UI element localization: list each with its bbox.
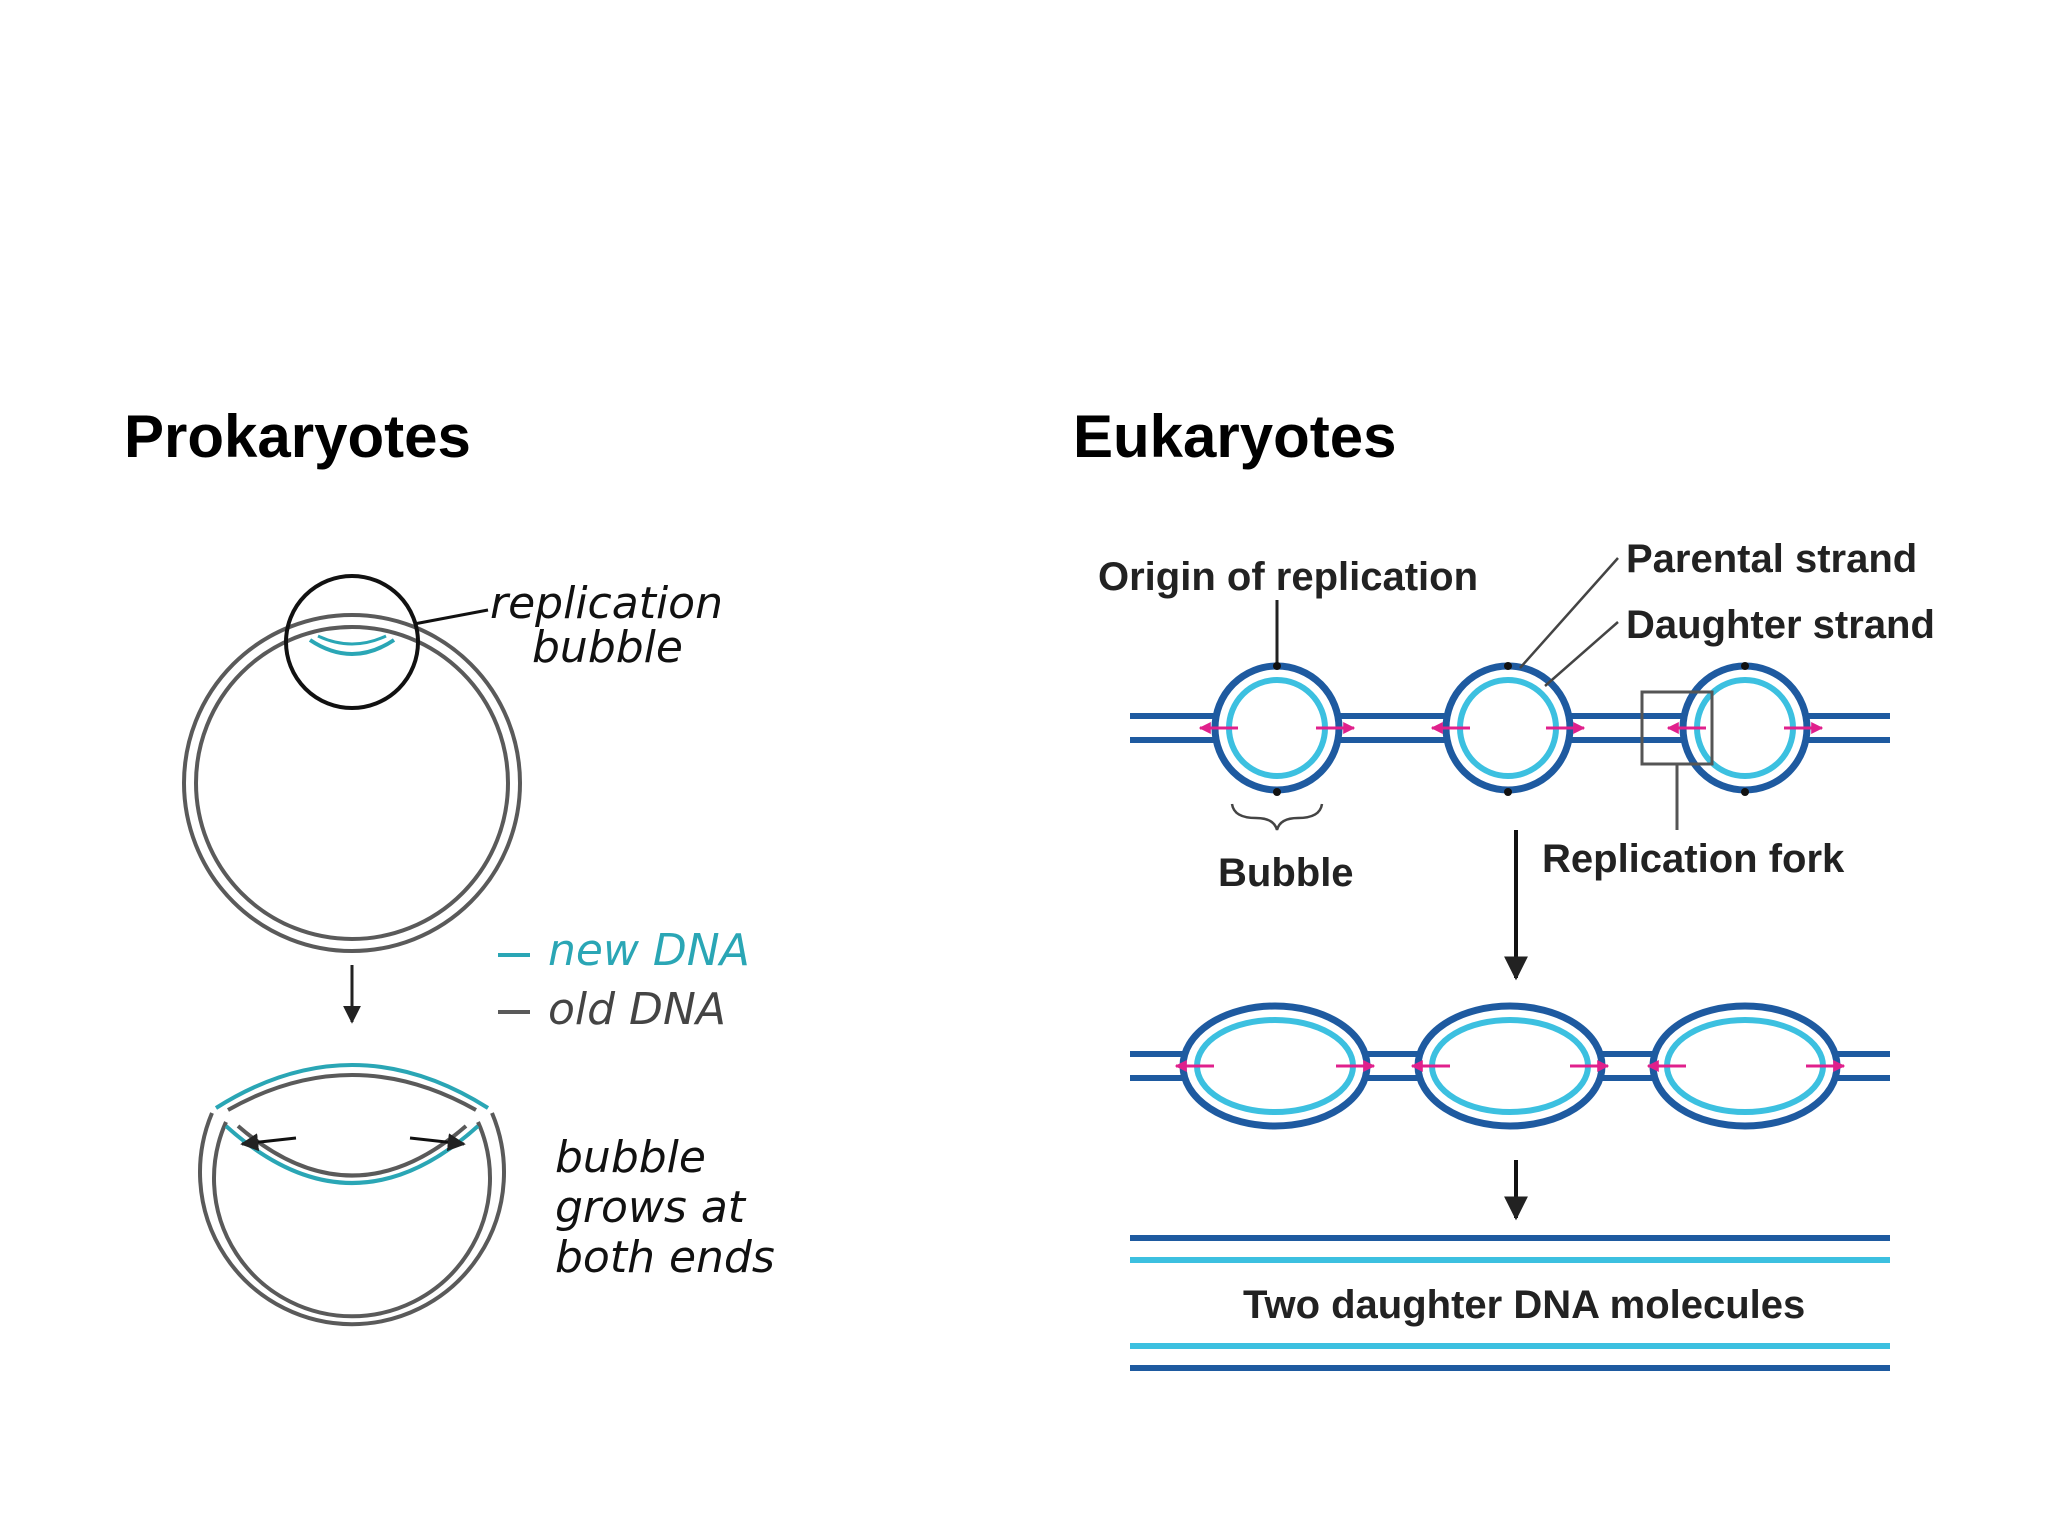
grow-arrow-left xyxy=(240,1133,297,1152)
caption-line-2: grows at xyxy=(555,1182,747,1233)
legend-new-label: new DNA xyxy=(548,925,750,976)
bubble-highlight-circle xyxy=(284,574,420,710)
eukaryotes-heading: Eukaryotes xyxy=(1073,403,1397,470)
eukaryote-diagram: Origin of replication Parental strand Da… xyxy=(1098,537,1935,1371)
label-replication: replication xyxy=(490,578,723,629)
legend-old-label: old DNA xyxy=(548,984,726,1035)
small-replication-bubble xyxy=(308,638,396,656)
label-parental: Parental strand xyxy=(1626,537,1917,581)
label-bubble: Bubble xyxy=(1218,851,1354,895)
dna-with-bubbles-middle xyxy=(1130,1002,1890,1130)
circular-chromosome-top xyxy=(182,613,522,953)
circular-chromosome-bottom xyxy=(198,1063,506,1327)
label-replication-fork: Replication fork xyxy=(1542,837,1845,881)
label-two-daughter-molecules: Two daughter DNA molecules xyxy=(1243,1283,1805,1327)
grow-arrow-right xyxy=(409,1133,466,1152)
label-origin: Origin of replication xyxy=(1098,555,1478,599)
label-bubble: bubble xyxy=(532,622,683,673)
caption-line-3: both ends xyxy=(555,1232,775,1283)
daughter-molecule-2 xyxy=(1130,1343,1890,1371)
daughter-molecule-1 xyxy=(1130,1235,1890,1263)
label-daughter: Daughter strand xyxy=(1626,603,1935,647)
caption-line-1: bubble xyxy=(555,1132,706,1183)
pointer-line xyxy=(413,608,489,626)
parental-pointer xyxy=(1519,557,1619,669)
daughter-pointer xyxy=(1544,621,1619,687)
prokaryotes-heading: Prokaryotes xyxy=(124,403,471,470)
prokaryote-diagram: replication bubble new DNA old DNA bubbl… xyxy=(182,574,775,1327)
bubble-brace xyxy=(1230,803,1324,831)
dna-with-bubbles-top xyxy=(1130,662,1890,794)
